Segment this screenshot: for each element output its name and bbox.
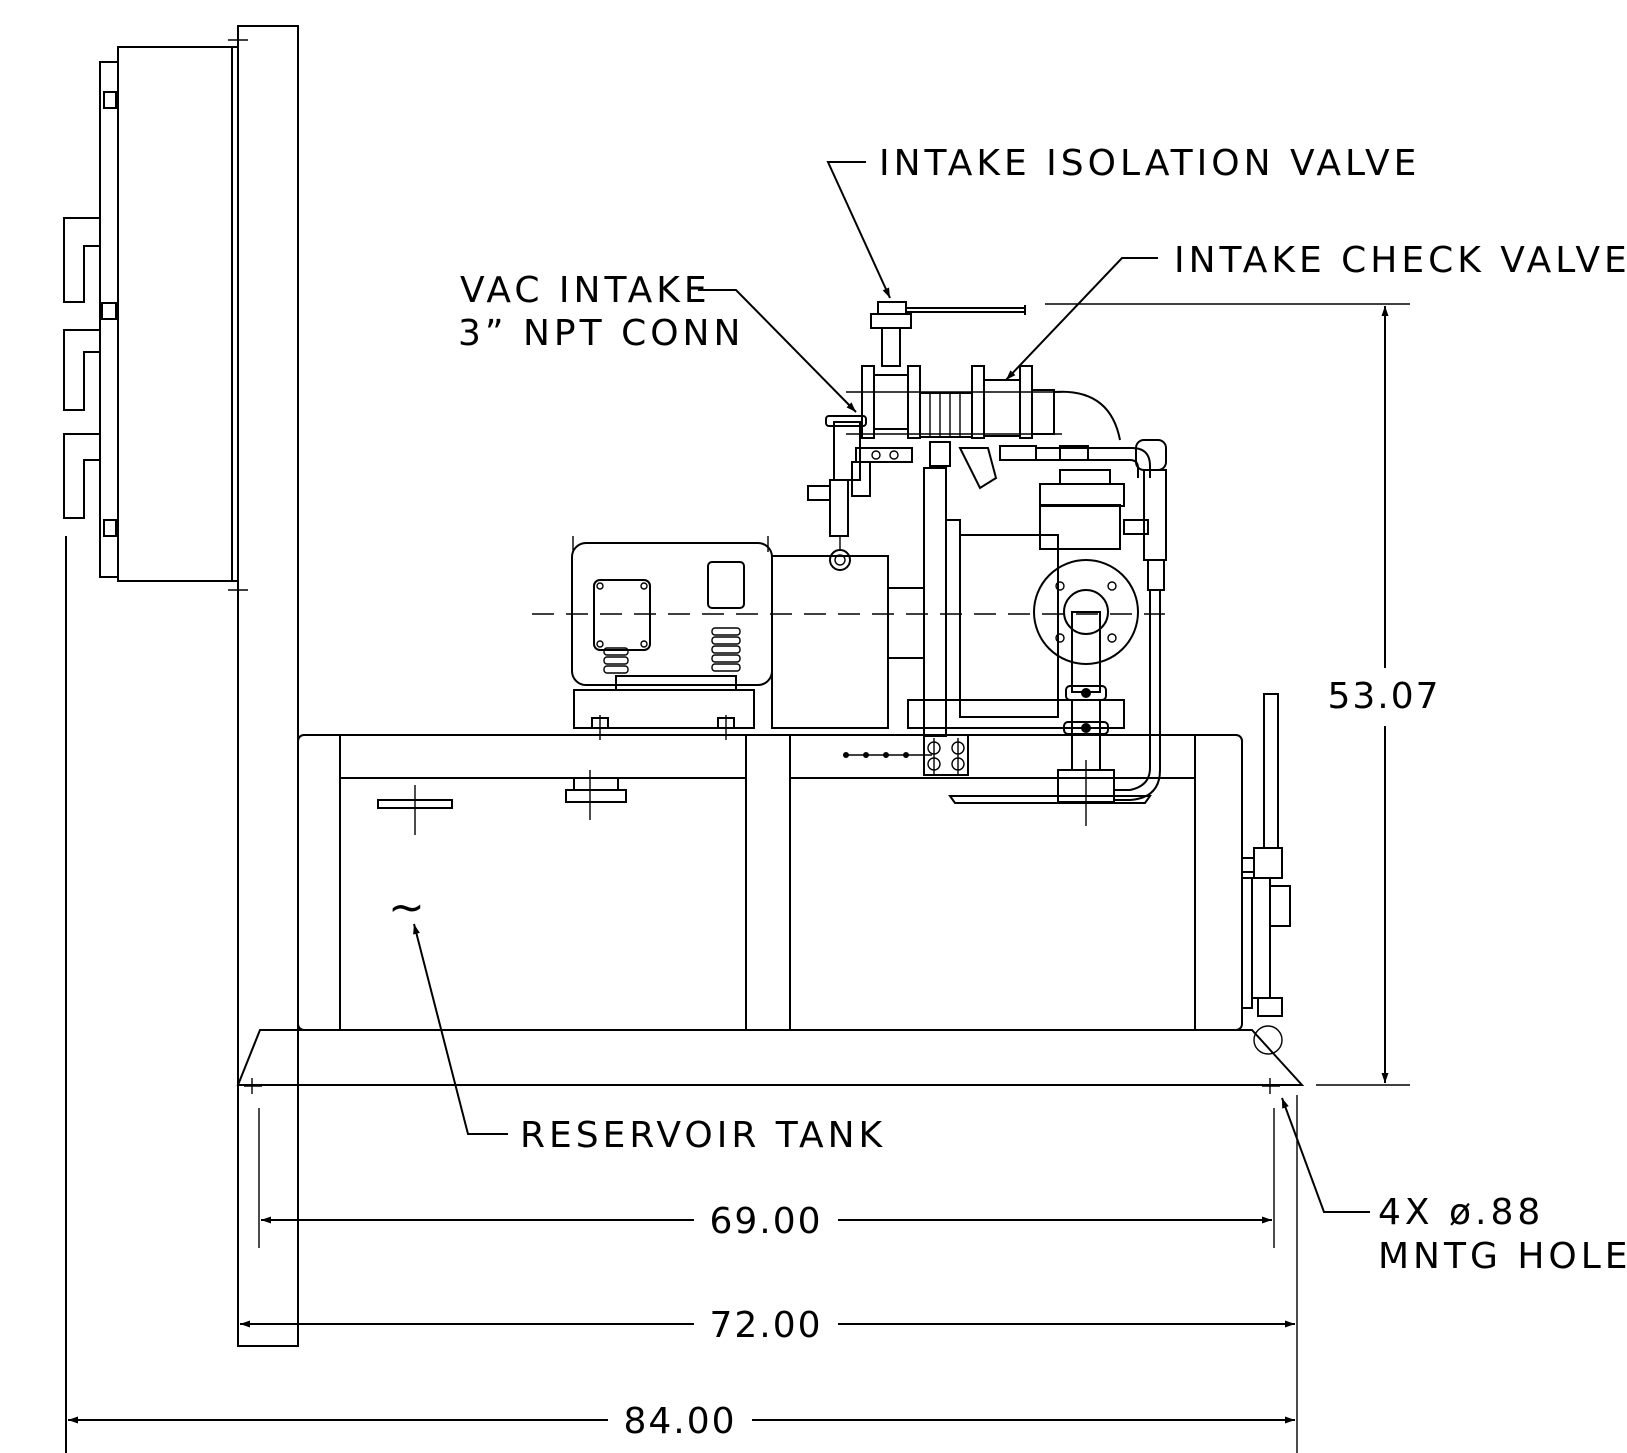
reservoir-tank-symbol: ~ <box>388 882 425 933</box>
vac-intake-label-line1: VAC INTAKE <box>460 270 711 311</box>
hole-spacing-dimension-value: 69.00 <box>709 1201 822 1242</box>
mounting-holes-leader <box>1281 1097 1370 1213</box>
intake-isolation-valve-leader <box>826 161 891 299</box>
right-piping <box>1241 693 1291 1055</box>
control-panel <box>63 25 299 1453</box>
reservoir-tank-leader <box>413 923 508 1135</box>
mounting-holes-label-line2: MNTG HOLES <box>1378 1236 1627 1277</box>
vac-intake-label-line2: 3” NPT CONN <box>458 313 744 354</box>
vac-intake-leader <box>698 289 857 413</box>
intake-check-valve-leader <box>1005 257 1158 381</box>
motor-vent-left <box>603 647 629 674</box>
base-skid <box>236 1029 1305 1094</box>
bracket <box>843 734 969 776</box>
intake-isolation-valve-label: INTAKE ISOLATION VALVE <box>879 143 1420 184</box>
mounting-holes-label-line1: 4X ø.88 <box>1378 1192 1544 1233</box>
intake-check-valve-label: INTAKE CHECK VALVE <box>1174 240 1627 281</box>
base-width-dimension <box>240 1095 1298 1453</box>
reservoir-tank-label: RESERVOIR TANK <box>520 1115 886 1156</box>
height-dimension <box>1045 303 1410 1086</box>
hole-spacing-dimension <box>258 1108 1275 1248</box>
motor-vent-right <box>711 627 741 672</box>
height-dimension-value: 53.07 <box>1327 676 1440 717</box>
reservoir-tank <box>297 734 1243 1031</box>
base-width-dimension-value: 72.00 <box>709 1305 822 1346</box>
intake-assembly <box>807 301 1151 571</box>
overall-width-dimension-value: 84.00 <box>623 1401 736 1442</box>
motor <box>571 536 889 740</box>
